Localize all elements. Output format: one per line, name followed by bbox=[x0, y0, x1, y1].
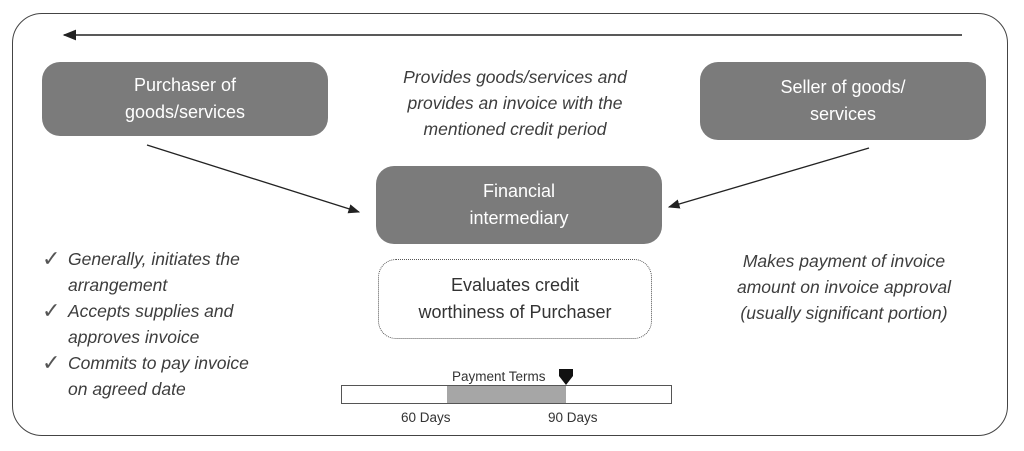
intermediary-note-line-1: Makes payment of invoice bbox=[742, 251, 946, 271]
duty-item: ✓ Generally, initiates the arrangement bbox=[42, 246, 342, 298]
seller-label-line-1: Seller of goods/ bbox=[780, 77, 906, 97]
payment-terms-start-label: 60 Days bbox=[401, 410, 451, 425]
duty-text-line-1: Generally, initiates the bbox=[68, 249, 240, 269]
payment-terms-range bbox=[447, 386, 566, 403]
intermediary-note-line-3: (usually significant portion) bbox=[740, 303, 948, 323]
intermediary-label-line-2: intermediary bbox=[469, 208, 569, 228]
payment-terms-bar bbox=[341, 385, 672, 404]
diagram-frame bbox=[12, 13, 1008, 436]
evaluation-box: Evaluates credit worthiness of Purchaser bbox=[378, 259, 652, 339]
payment-terms-end-label: 90 Days bbox=[548, 410, 598, 425]
seller-note-line-1: Provides goods/services and bbox=[403, 67, 627, 87]
seller-label-line-2: services bbox=[809, 104, 876, 124]
payment-terms-title: Payment Terms bbox=[452, 369, 546, 384]
intermediary-note: Makes payment of invoice amount on invoi… bbox=[704, 248, 984, 326]
duty-item: ✓ Commits to pay invoice on agreed date bbox=[42, 350, 342, 402]
checkmark-icon: ✓ bbox=[42, 350, 61, 375]
arrow-seller-to-intermediary bbox=[667, 147, 870, 209]
checkmark-icon: ✓ bbox=[42, 246, 61, 271]
intermediary-note-line-2: amount on invoice approval bbox=[736, 277, 952, 297]
duty-text-line-1: Accepts supplies and bbox=[68, 301, 234, 321]
purchaser-label-line-2: goods/services bbox=[124, 102, 246, 122]
duty-item: ✓ Accepts supplies and approves invoice bbox=[42, 298, 342, 350]
purchaser-box: Purchaser of goods/services bbox=[42, 62, 328, 136]
seller-note-line-2: provides an invoice with the bbox=[407, 93, 623, 113]
seller-box: Seller of goods/ services bbox=[700, 62, 986, 140]
duty-text-line-2: on agreed date bbox=[68, 379, 186, 399]
duty-text-line-1: Commits to pay invoice bbox=[68, 353, 249, 373]
evaluation-line-2: worthiness of Purchaser bbox=[418, 302, 612, 322]
purchaser-label-line-1: Purchaser of bbox=[133, 75, 237, 95]
purchaser-duties-list: ✓ Generally, initiates the arrangement ✓… bbox=[42, 246, 342, 402]
intermediary-box: Financial intermediary bbox=[376, 166, 662, 244]
duty-text-line-2: arrangement bbox=[68, 275, 168, 295]
arrow-purchaser-to-intermediary bbox=[146, 144, 361, 214]
payment-due-marker-icon bbox=[559, 369, 573, 385]
intermediary-label-line-1: Financial bbox=[482, 181, 556, 201]
seller-note: Provides goods/services and provides an … bbox=[372, 64, 658, 142]
evaluation-line-1: Evaluates credit bbox=[450, 275, 580, 295]
duty-text-line-2: approves invoice bbox=[68, 327, 200, 347]
seller-note-line-3: mentioned credit period bbox=[423, 119, 607, 139]
checkmark-icon: ✓ bbox=[42, 298, 61, 323]
